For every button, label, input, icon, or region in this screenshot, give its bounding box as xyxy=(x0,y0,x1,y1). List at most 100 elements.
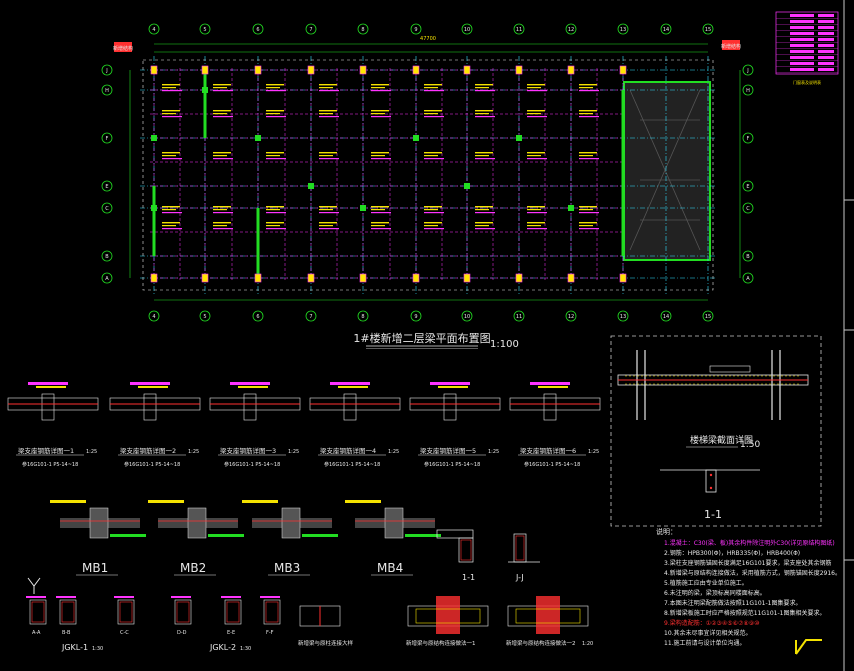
beam-annotation xyxy=(579,155,593,157)
beam-annotation xyxy=(319,155,333,157)
beam-annotation xyxy=(579,206,597,208)
jgkl-section xyxy=(59,599,77,625)
beam-annotation xyxy=(527,228,547,230)
axis-label: C xyxy=(105,206,109,212)
beam-annotation xyxy=(319,222,337,224)
jgkl1-label: JGKL-1 xyxy=(61,643,88,652)
column xyxy=(515,65,523,75)
beam-annotation xyxy=(266,206,284,208)
beam-annotation xyxy=(527,209,541,211)
beam-annotation xyxy=(424,110,442,112)
beam-annotation xyxy=(162,206,180,208)
sub-section-label: C-C xyxy=(120,630,129,636)
beam-annotation xyxy=(579,158,599,160)
axis-label: A xyxy=(105,276,109,282)
axis-bubble xyxy=(101,64,113,76)
axis-label: 5 xyxy=(203,27,206,33)
column xyxy=(201,273,209,283)
logo-symbol xyxy=(795,639,822,655)
sub-section-label: D-D xyxy=(177,630,187,636)
note-item: 9.梁构造配筋：①②③④⑤⑥⑦⑧⑨⑩ xyxy=(664,619,760,627)
callout xyxy=(171,596,191,598)
beam-annotation xyxy=(371,222,389,224)
beam-annotation xyxy=(319,110,337,112)
beam-annotation xyxy=(266,110,284,112)
top-dimensions xyxy=(129,43,741,301)
column xyxy=(464,183,470,189)
plan-scale: 1:100 xyxy=(490,339,519,350)
detail-ref: 参16G101-1 P5-14~18 xyxy=(124,461,180,468)
stair-beam-detail: 楼梯梁截面详图 1:50 1-1 xyxy=(610,335,822,527)
jgkl-section xyxy=(263,599,281,625)
sub-section-label: B-B xyxy=(62,630,71,636)
legend-cell xyxy=(818,62,834,65)
beam-annotation xyxy=(213,90,233,92)
beam-annotation xyxy=(424,225,438,227)
beam-annotation xyxy=(475,155,489,157)
axis-bubble xyxy=(357,310,369,322)
beam-annotation xyxy=(475,209,489,211)
beam-annotation xyxy=(371,116,391,118)
beam-annotation xyxy=(213,113,227,115)
legend-cell xyxy=(790,44,814,47)
axis-bubble xyxy=(199,310,211,322)
beam-annotation xyxy=(424,84,442,86)
axis-bubble xyxy=(305,23,317,35)
beam-annotation xyxy=(162,113,176,115)
sub-section-label: E-E xyxy=(227,630,235,636)
axis-label: E xyxy=(746,184,749,190)
beam-annotation xyxy=(162,152,180,154)
axis-bubble xyxy=(148,23,160,35)
axis-bubble xyxy=(357,23,369,35)
callout xyxy=(345,500,381,503)
column xyxy=(254,65,262,75)
legend-cell xyxy=(818,56,834,59)
beam-annotation xyxy=(475,212,495,214)
beam-annotation xyxy=(475,206,493,208)
callout xyxy=(230,382,270,385)
connection-title: 新增梁与原结构连接做法一2 xyxy=(506,639,576,647)
column xyxy=(151,135,157,141)
legend-cell xyxy=(818,14,834,17)
beam-annotation xyxy=(579,152,597,154)
beam-annotation xyxy=(319,87,333,89)
jgkl-section xyxy=(117,599,135,625)
stair-hatch xyxy=(629,89,701,251)
new-structure-tag-right xyxy=(722,40,740,50)
column xyxy=(516,135,522,141)
axis-bubble xyxy=(101,202,113,214)
beam-annotation xyxy=(371,110,389,112)
mb-label: MB4 xyxy=(377,561,403,575)
column xyxy=(463,273,471,283)
beam-annotation xyxy=(579,225,593,227)
column xyxy=(567,273,575,283)
axis-label: 6 xyxy=(256,27,259,33)
column xyxy=(412,65,420,75)
beam-annotation xyxy=(162,158,182,160)
beam-annotation xyxy=(527,90,547,92)
note-item: 1.混凝土：C30(梁、板)其余构件除注明外C30(详见原结构图纸) xyxy=(664,539,835,547)
small-section-2: J-J xyxy=(515,573,524,582)
legend-cell xyxy=(818,44,834,47)
beam-annotation xyxy=(213,209,227,211)
legend-cell xyxy=(818,38,834,41)
anchor-zone xyxy=(536,596,560,634)
axis-bubble xyxy=(461,23,473,35)
beam-annotation xyxy=(213,222,231,224)
axis-bubble xyxy=(702,23,714,35)
column-section xyxy=(143,393,157,421)
axis-label: B xyxy=(746,254,750,260)
beam-annotation xyxy=(371,158,391,160)
beam-annotation xyxy=(424,152,442,154)
axis-bubble xyxy=(101,132,113,144)
axis-bubble xyxy=(101,180,113,192)
column xyxy=(463,65,471,75)
axis-label: 15 xyxy=(705,27,711,33)
axis-bubble xyxy=(101,272,113,284)
beam-annotation xyxy=(579,113,593,115)
detail-box-title: 楼梯梁截面详图 xyxy=(690,434,753,446)
note-item: 4.新增梁与原结构连接做法，采用植筋方式，钢筋锚固长度2916。 xyxy=(664,569,841,577)
axis-bubble xyxy=(410,310,422,322)
legend-cell xyxy=(790,62,814,65)
